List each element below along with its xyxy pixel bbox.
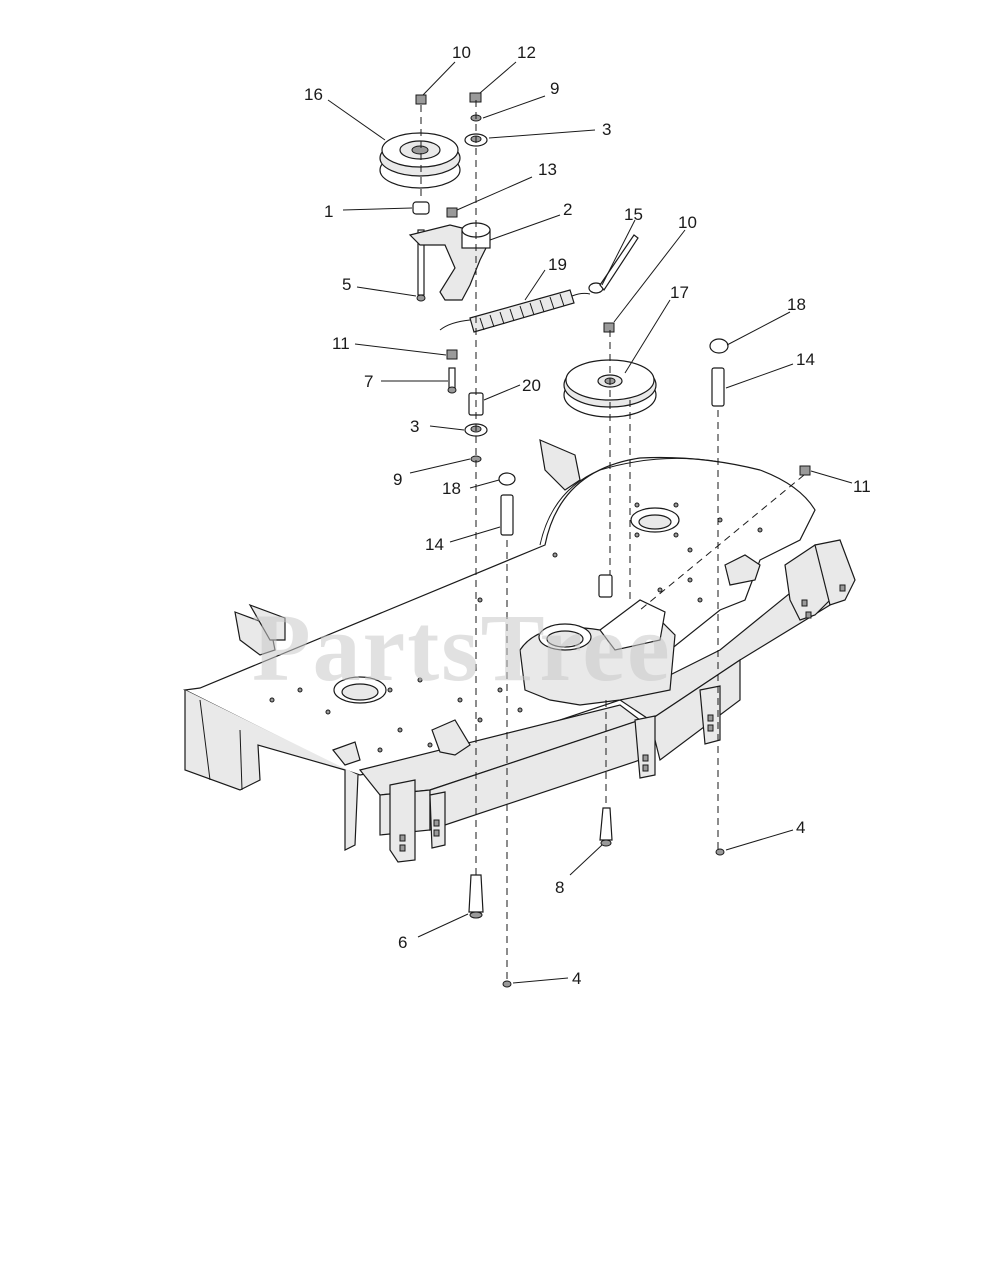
callout-15: 15	[624, 205, 643, 224]
leader-lines	[327, 61, 853, 984]
callout-13: 13	[538, 160, 557, 179]
callout-1: 1	[324, 202, 333, 221]
bolt-5	[416, 229, 426, 302]
callout-10: 10	[452, 43, 471, 62]
callout-4: 4	[796, 818, 805, 837]
watermark: PartsTree	[252, 594, 672, 701]
callout-9: 9	[550, 79, 559, 98]
callout-19: 19	[548, 255, 567, 274]
spacer-14-center	[500, 494, 514, 536]
callout-18: 18	[442, 479, 461, 498]
callout-10: 10	[678, 213, 697, 232]
callout-20: 20	[522, 376, 541, 395]
nut-10-top	[415, 94, 427, 105]
idler-pulley	[379, 132, 461, 189]
callout-12: 12	[517, 43, 536, 62]
callout-3: 3	[410, 417, 419, 436]
callout-11: 11	[332, 334, 350, 353]
callout-5: 5	[342, 275, 351, 294]
callout-2: 2	[563, 200, 572, 219]
mower-deck	[182, 439, 856, 863]
callout-16: 16	[304, 85, 323, 104]
callout-9: 9	[393, 470, 402, 489]
screw-4-right	[715, 848, 725, 856]
spacer-1	[412, 201, 430, 215]
callout-14: 14	[425, 535, 444, 554]
nut-10-right	[603, 322, 615, 333]
nut-11	[446, 349, 458, 360]
spacer-14-right	[711, 367, 725, 407]
callout-17: 17	[670, 283, 689, 302]
callout-14: 14	[796, 350, 815, 369]
callout-4: 4	[572, 969, 581, 988]
callout-6: 6	[398, 933, 407, 952]
bolt-7	[447, 367, 457, 394]
bolt-8	[599, 807, 613, 847]
bumper-18-center	[498, 472, 516, 486]
nut-11-right	[799, 465, 811, 476]
callout-7: 7	[364, 372, 373, 391]
bolt-6	[468, 874, 484, 919]
nut-13	[446, 207, 458, 218]
callouts: 10 12 9 16 3 13 2 1 15 10 19 17 5 18 14 …	[304, 43, 871, 988]
screw-4-bottom	[502, 980, 512, 988]
extension-spring	[439, 289, 591, 333]
callout-3: 3	[602, 120, 611, 139]
assembly-centerlines	[420, 100, 805, 980]
callout-8: 8	[555, 878, 564, 897]
callout-11: 11	[853, 477, 871, 496]
callout-18: 18	[787, 295, 806, 314]
bumper-18-right	[709, 338, 729, 354]
eyebolt-15	[588, 234, 639, 294]
